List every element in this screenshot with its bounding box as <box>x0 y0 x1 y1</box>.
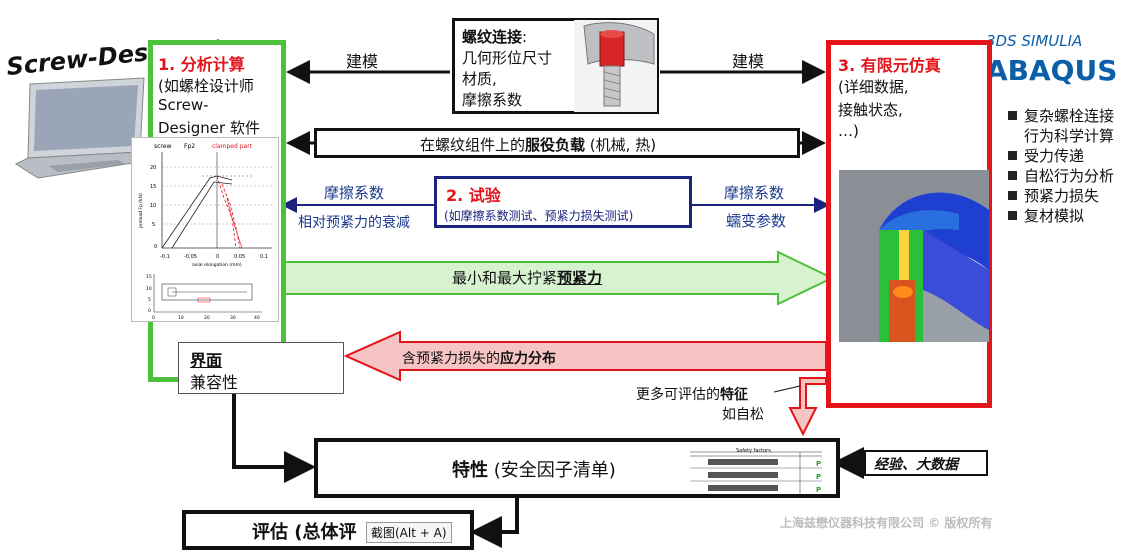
experience-text: 经验、大数据 <box>874 457 958 473</box>
fem-capability-item: 受力传递 <box>1008 146 1114 166</box>
svg-text:10: 10 <box>178 315 184 321</box>
fem-simulation-line3: …) <box>838 122 859 140</box>
svg-text:0: 0 <box>154 244 157 250</box>
chart-screw-label: screw <box>154 143 171 150</box>
stress-distribution-label: 含预紧力损失的应力分布 <box>402 351 556 367</box>
svg-text:0.1: 0.1 <box>260 254 268 260</box>
fem-capability-item: 自松行为分析 <box>1008 166 1114 186</box>
bullet-square-icon <box>1008 111 1017 120</box>
thread-connection-line1: 几何形位尺寸 <box>462 49 553 67</box>
bullet-square-icon <box>1008 191 1017 200</box>
arrow-stress-distribution <box>343 330 827 382</box>
copyright-watermark: 上海兹懋仪器科技有限公司 © 版权所有 <box>780 516 993 530</box>
svg-text:P: P <box>816 473 821 481</box>
chart-fp2-label: Fp2 <box>184 143 195 150</box>
fem-simulation-line1: (详细数据, <box>838 78 909 96</box>
chart-clamped-label: clamped part <box>212 143 253 150</box>
interface-box <box>178 342 344 394</box>
bolt-joint-image <box>574 20 657 112</box>
fem-simulation-line2: 接触状态, <box>838 101 903 119</box>
svg-text:0: 0 <box>152 315 155 321</box>
fem-capability-item: 复材模拟 <box>1008 206 1114 226</box>
fem-contour-image <box>839 170 989 342</box>
creep-label: 蠕变参数 <box>726 212 787 230</box>
fem-simulation-title: 3. 有限元仿真 <box>838 56 941 75</box>
fem-capability-list: 复杂螺栓连接 行为科学计算 受力传递 自松行为分析 预紧力损失 复材模拟 <box>1008 106 1114 226</box>
friction-label-left: 摩擦系数 <box>324 184 385 202</box>
features-leader-line <box>773 385 801 393</box>
svg-text:5: 5 <box>152 222 155 228</box>
model-label-left: 建模 <box>346 52 379 71</box>
service-load-text: 在螺纹组件上的服役负载 (机械, 热) <box>420 136 657 154</box>
arrow-more-features <box>788 377 827 437</box>
thread-connection-title: 螺纹连接: <box>462 28 528 46</box>
fem-capability-item: 行为科学计算 <box>1024 127 1115 145</box>
analysis-calc-title: 1. 分析计算 <box>158 55 245 74</box>
svg-text:0.05: 0.05 <box>234 254 245 260</box>
friction-label-right: 摩擦系数 <box>724 184 785 202</box>
svg-text:20: 20 <box>204 315 210 321</box>
service-load-box <box>314 128 800 158</box>
test-box <box>434 176 692 228</box>
svg-text:-0.1: -0.1 <box>160 254 170 260</box>
svg-text:0: 0 <box>148 308 151 314</box>
model-label-right: 建模 <box>732 52 765 71</box>
interface-title: 界面 <box>190 351 223 370</box>
svg-text:10: 10 <box>146 286 152 292</box>
arrow-interface-to-property <box>232 392 316 483</box>
test-subtitle: (如摩擦系数测试、预紧力损失测试) <box>444 209 634 223</box>
features-label-line2: 如自松 <box>722 407 764 423</box>
interface-line1: 兼容性 <box>190 373 239 392</box>
svg-text:P: P <box>816 460 821 468</box>
svg-text:15: 15 <box>150 184 156 190</box>
screenshot-tooltip: 截图(Alt + A) <box>366 522 452 543</box>
analysis-calc-line2: Screw- <box>158 96 209 114</box>
experience-box <box>864 450 988 476</box>
svg-text:P: P <box>816 486 821 494</box>
arrow-tightening-preload <box>283 250 835 306</box>
property-title: 特性 (安全因子清单) <box>452 460 616 481</box>
svg-text:0: 0 <box>216 254 219 260</box>
svg-text:40: 40 <box>254 315 260 321</box>
laptop-icon <box>8 74 154 184</box>
preload-chart-thumbnail: screw Fp2 clamped part 20 15 10 5 0 -0.1… <box>131 137 279 322</box>
svg-text:15: 15 <box>146 274 152 280</box>
bullet-square-icon <box>1008 171 1017 180</box>
svg-text:5: 5 <box>148 297 151 303</box>
bullet-square-icon <box>1008 211 1017 220</box>
svg-text:10: 10 <box>150 203 156 209</box>
preload-decay-label: 相对预紧力的衰减 <box>298 215 410 231</box>
thread-connection-line3: 摩擦系数 <box>462 91 523 109</box>
analysis-calc-line3: Designer 软件 <box>158 119 260 137</box>
svg-text:axial elongation (mm): axial elongation (mm) <box>192 262 242 268</box>
test-title: 2. 试验 <box>446 186 501 205</box>
svg-text:20: 20 <box>150 165 156 171</box>
analysis-calc-line1: (如螺栓设计师 <box>158 77 254 95</box>
svg-text:Safety factors: Safety factors <box>736 448 771 454</box>
bullet-square-icon <box>1008 151 1017 160</box>
arrow-property-to-eval <box>470 498 519 548</box>
tightening-preload-label: 最小和最大拧紧预紧力 <box>452 269 603 287</box>
svg-text:30: 30 <box>230 315 236 321</box>
svg-text:-0.05: -0.05 <box>184 254 197 260</box>
fem-capability-item: 复杂螺栓连接 <box>1008 106 1114 126</box>
evaluation-title: 评估 (总体评 <box>252 522 357 543</box>
thread-connection-line2: 材质, <box>462 70 497 88</box>
features-label: 更多可评估的特征 <box>636 387 748 403</box>
abaqus-logo: ABAQUS <box>986 54 1118 87</box>
safety-factor-table: Safety factors P P P <box>690 446 826 496</box>
svg-text:preload Fp (kN): preload Fp (kN) <box>138 193 144 228</box>
fem-capability-item: 预紧力损失 <box>1008 186 1114 206</box>
